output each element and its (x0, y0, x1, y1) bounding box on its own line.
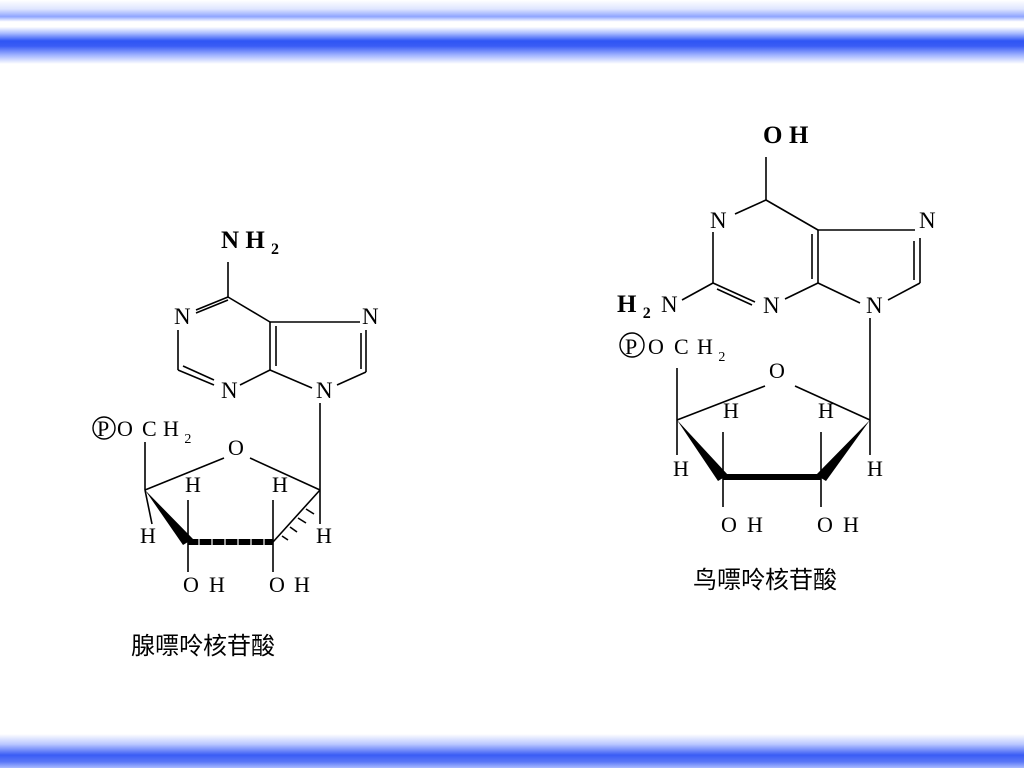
guanylate-ribose-wedge-left (677, 420, 728, 481)
adenine-bonds (177, 262, 367, 490)
guanylate-hydroxyl-3: O H (817, 512, 859, 537)
adenylate-hydroxyl-3: O H (269, 572, 310, 597)
guanylate-caption: 鸟嘌呤核苷酸 (693, 566, 837, 594)
guanylate-phosphate-circle (619, 332, 645, 358)
guanylate-ribose-h: H (867, 456, 883, 481)
adenylate-caption: 腺嘌呤核苷酸 (131, 632, 275, 660)
bottom-decorative-band (0, 734, 1024, 768)
adenylate-ribose-wedge-left (145, 490, 193, 545)
guanylate-phosphate-p: P (625, 334, 637, 359)
guanylate-ribose-h: H (673, 456, 689, 481)
guanylate-phosphate-och2: O C H 2 (648, 334, 725, 365)
adenylate-phosphate-p: P (97, 416, 109, 441)
guanine-n7: N (919, 208, 936, 233)
guanylate-ribose-wedge-right (816, 420, 870, 481)
guanylate-ring-oxygen: O (769, 358, 785, 383)
adenine-n9: N (316, 378, 333, 403)
adenylate-hydroxyl-2: O H (183, 572, 225, 597)
adenine-n7: N (362, 304, 379, 329)
adenylate-ribose-h: H (140, 523, 156, 548)
adenine-n3: N (221, 378, 238, 403)
guanylate-ribose-bonds (676, 368, 871, 507)
guanylate-structure: O H N N N N H 2 N P O C H 2 O H H H H O … (617, 122, 936, 537)
adenylate-phosphate-och2: O C H 2 (117, 416, 191, 447)
guanine-amino-group: H 2 N (617, 291, 678, 324)
guanine-n1: N (710, 208, 727, 233)
adenylate-ribose-h: H (272, 472, 288, 497)
adenylate-phosphate-circle (92, 416, 116, 440)
adenylate-ribose-h: H (185, 472, 201, 497)
adenine-amino-group: N H 2 (221, 227, 279, 258)
adenylate-structure: N H 2 N N N N P O C H 2 O H H H H O H O … (92, 227, 379, 597)
guanylate-ribose-h: H (723, 398, 739, 423)
guanylate-ribose-h: H (818, 398, 834, 423)
adenylate-ribose-bonds (144, 442, 321, 572)
top-decorative-band (0, 0, 1024, 64)
guanine-bonds (681, 157, 921, 420)
guanine-hydroxyl-group: O H (763, 122, 809, 149)
guanylate-ribose-bold-bond (723, 474, 821, 480)
adenylate-ring-oxygen: O (228, 435, 244, 460)
adenylate-ribose-h: H (316, 523, 332, 548)
guanylate-hydroxyl-2: O H (721, 512, 763, 537)
guanine-n3: N (763, 293, 780, 318)
adenine-n1: N (174, 304, 191, 329)
adenylate-ribose-hashed-right (272, 489, 321, 543)
guanine-n9: N (866, 293, 883, 318)
adenylate-ribose-hashed-bottom (188, 538, 273, 546)
